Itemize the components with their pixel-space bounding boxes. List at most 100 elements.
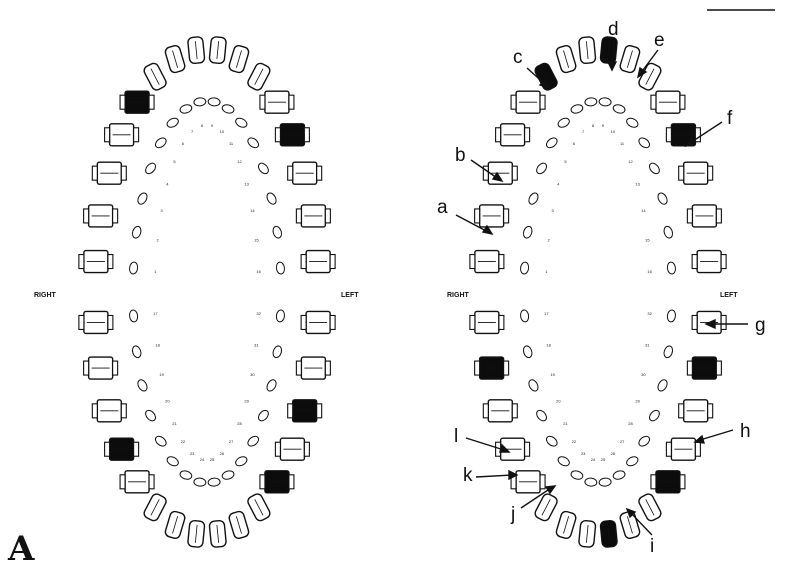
tooth-face (121, 404, 126, 418)
tooth-root (194, 478, 207, 487)
tooth-face (475, 209, 480, 223)
callout-j: j (510, 504, 515, 525)
tooth-face (679, 404, 684, 418)
tooth-number: 2 (547, 237, 550, 242)
tooth-root (276, 262, 285, 275)
tooth-face (504, 209, 509, 223)
tooth-root (179, 470, 193, 481)
tooth-face (105, 442, 110, 456)
tooth-number: 31 (645, 343, 650, 348)
tooth-number: 23 (581, 451, 586, 456)
tooth-root (520, 262, 529, 275)
tooth-number: 31 (254, 343, 259, 348)
tooth-face (716, 209, 721, 223)
tooth-face (296, 361, 301, 375)
tooth-number: 6 (573, 141, 576, 146)
tooth-root (557, 455, 571, 468)
tooth-root (612, 470, 626, 481)
tooth-number: 24 (591, 457, 596, 462)
tooth-number: 30 (250, 372, 255, 377)
tooth-face (540, 95, 545, 109)
tooth-number: 19 (550, 372, 555, 377)
callout-g: g (755, 315, 766, 336)
arrow-h (700, 430, 733, 440)
tooth-root (246, 434, 260, 448)
tooth-face (275, 442, 280, 456)
callout-a: a (437, 197, 448, 218)
tooth-face (149, 95, 154, 109)
callout-b: b (455, 145, 466, 166)
tooth-root (144, 408, 158, 422)
tooth-face (721, 255, 726, 269)
tooth-number: 2 (156, 237, 159, 242)
tooth-root (647, 408, 661, 422)
tooth-root (557, 116, 571, 129)
right-chart-right-label: RIGHT (447, 292, 470, 299)
tooth-root (535, 161, 549, 175)
tooth-face (134, 128, 139, 142)
tooth-number: 25 (601, 457, 606, 462)
tooth: 8 (188, 36, 207, 127)
tooth-number: 5 (173, 159, 176, 164)
tooth-root (535, 408, 549, 422)
tooth-face (108, 315, 113, 329)
right-chart-left-label: LEFT (720, 292, 738, 299)
tooth-face (483, 404, 488, 418)
tooth-number: 26 (611, 451, 616, 456)
tooth-root (667, 309, 676, 322)
tooth-root (522, 345, 533, 359)
tooth-root (234, 455, 248, 468)
tooth-root (527, 191, 540, 205)
callout-h: h (740, 421, 751, 442)
tooth-face (716, 361, 721, 375)
tooth: 15 (254, 205, 330, 242)
tooth-face (470, 255, 475, 269)
tooth-root (129, 262, 138, 275)
tooth-face (504, 361, 509, 375)
tooth: 18 (475, 343, 552, 379)
tooth-face (79, 255, 84, 269)
tooth-number: 1 (154, 269, 157, 274)
callout-k: k (463, 465, 473, 486)
tooth-root (131, 225, 142, 239)
tooth-face (525, 128, 530, 142)
tooth-root (194, 97, 207, 106)
chart-left: 1234567891011121314151617181920212223242… (79, 36, 335, 547)
tooth-number: 9 (211, 123, 214, 128)
tooth: 1 (470, 251, 548, 275)
tooth-number: 3 (552, 208, 555, 213)
tooth-face (692, 315, 697, 329)
tooth-face (525, 442, 530, 456)
tooth-face (120, 95, 125, 109)
callout-c: c (513, 47, 523, 68)
tooth-number: 28 (628, 421, 633, 426)
callout-d: d (608, 19, 619, 40)
tooth-root (265, 191, 278, 205)
tooth-number: 24 (200, 457, 205, 462)
tooth-number: 13 (635, 181, 640, 186)
tooth-face (666, 442, 671, 456)
tooth-face (84, 361, 89, 375)
tooth-root (667, 262, 676, 275)
tooth-face (475, 361, 480, 375)
tooth-face (149, 475, 154, 489)
tooth-face (301, 315, 306, 329)
tooth-root (545, 136, 559, 150)
tooth-face (499, 255, 504, 269)
tooth-number: 22 (572, 439, 577, 444)
tooth-face (105, 128, 110, 142)
tooth-number: 20 (165, 399, 170, 404)
tooth-number: 25 (210, 457, 215, 462)
tooth-face (695, 442, 700, 456)
tooth-face (317, 404, 322, 418)
tooth-face (317, 166, 322, 180)
tooth-root (136, 191, 149, 205)
tooth-number: 12 (237, 159, 242, 164)
tooth-number: 11 (620, 141, 625, 146)
tooth-number: 5 (564, 159, 567, 164)
tooth-face (304, 442, 309, 456)
callout-l: l (454, 426, 458, 447)
tooth-number: 7 (582, 129, 585, 134)
tooth: 17 (470, 309, 550, 333)
